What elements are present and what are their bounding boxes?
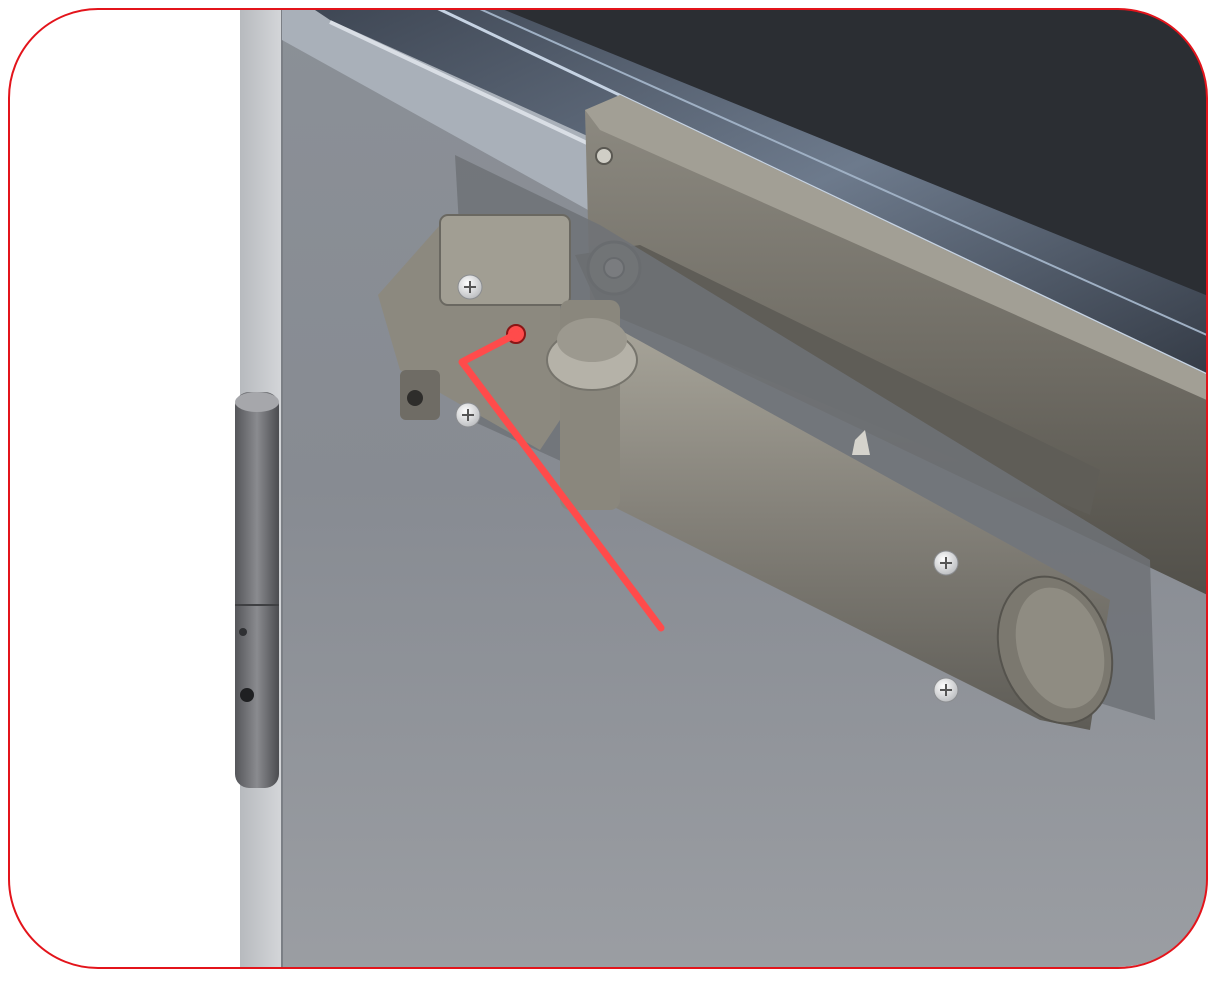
phillips-screw-icon	[457, 274, 483, 300]
phillips-screw-icon	[933, 550, 959, 576]
hex-key-icon	[458, 324, 665, 632]
door-hinge-icon	[235, 392, 279, 788]
phillips-screw-icon	[455, 402, 481, 428]
phillips-screw-icon	[933, 677, 959, 703]
closer-body	[560, 330, 1110, 730]
